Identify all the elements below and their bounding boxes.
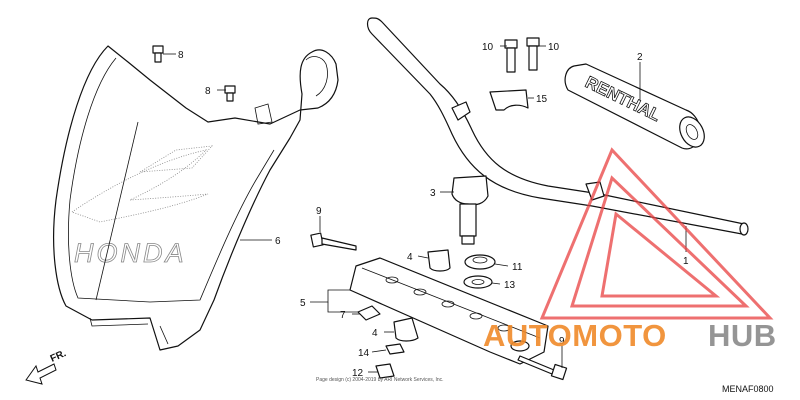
- callout-9-left: 9: [316, 206, 322, 217]
- callout-3: 3: [430, 188, 436, 199]
- callout-9-right: 9: [559, 336, 565, 347]
- callout-5: 5: [300, 298, 306, 309]
- watermark-text-auto: AUTOMOTO: [483, 318, 667, 353]
- callout-2: 2: [637, 52, 643, 63]
- callout-7: 7: [340, 310, 346, 321]
- bolt-10-left: [504, 39, 518, 73]
- copyright-line: Page design (c) 2004-2019 by ARI Network…: [316, 377, 444, 383]
- nut-14: [385, 343, 405, 355]
- callout-6: 6: [275, 236, 281, 247]
- bolt-8-lower: [224, 85, 236, 102]
- triple-clamp: [349, 257, 549, 365]
- callout-4-lower: 4: [372, 328, 378, 339]
- leader-lines: [95, 45, 687, 373]
- callout-12: 12: [352, 368, 364, 379]
- washer-13: [463, 275, 493, 289]
- washer-11: [464, 254, 496, 270]
- long-bolt-9-right: [517, 355, 568, 381]
- upper-holder: [489, 89, 529, 111]
- callout-15: 15: [536, 94, 548, 105]
- number-plate: HONDA: [53, 45, 339, 351]
- plate-brand-text: HONDA: [74, 238, 187, 268]
- callout-10-right: 10: [548, 42, 560, 53]
- automotohub-watermark: AUTOMOTO HUB: [483, 147, 777, 353]
- watermark-triangle: [539, 147, 774, 320]
- rubber-bushing-4-lower: [393, 317, 419, 342]
- callout-8-lower: 8: [205, 86, 211, 97]
- renthal-grip: RENTHAL: [564, 63, 705, 150]
- callout-labels: 8 8 6 10 10 2 15 3 9 4 11 1 13 5 7 4 9 1…: [178, 42, 689, 379]
- bolt-10-right: [526, 37, 540, 71]
- front-direction-arrow: FR.: [25, 348, 68, 385]
- callout-13: 13: [504, 280, 516, 291]
- rubber-bushing-4-upper: [427, 249, 451, 272]
- callout-10-left: 10: [482, 42, 494, 53]
- callout-8-upper: 8: [178, 50, 184, 61]
- arrow-icon: [25, 363, 57, 385]
- callout-4-upper: 4: [407, 252, 413, 263]
- bolt-8-upper: [152, 45, 164, 63]
- collar-7: [357, 305, 381, 321]
- callout-1: 1: [683, 256, 689, 267]
- handlebar: [366, 17, 749, 236]
- diagram-code: MENAF0800: [722, 384, 774, 394]
- watermark-text-hub: HUB: [708, 318, 777, 353]
- front-arrow-label: FR.: [49, 348, 68, 365]
- nut-12: [375, 363, 395, 379]
- callout-14: 14: [358, 348, 370, 359]
- long-bolt-9-left: [310, 232, 357, 251]
- callout-11: 11: [512, 262, 523, 273]
- lower-holder: [451, 175, 489, 245]
